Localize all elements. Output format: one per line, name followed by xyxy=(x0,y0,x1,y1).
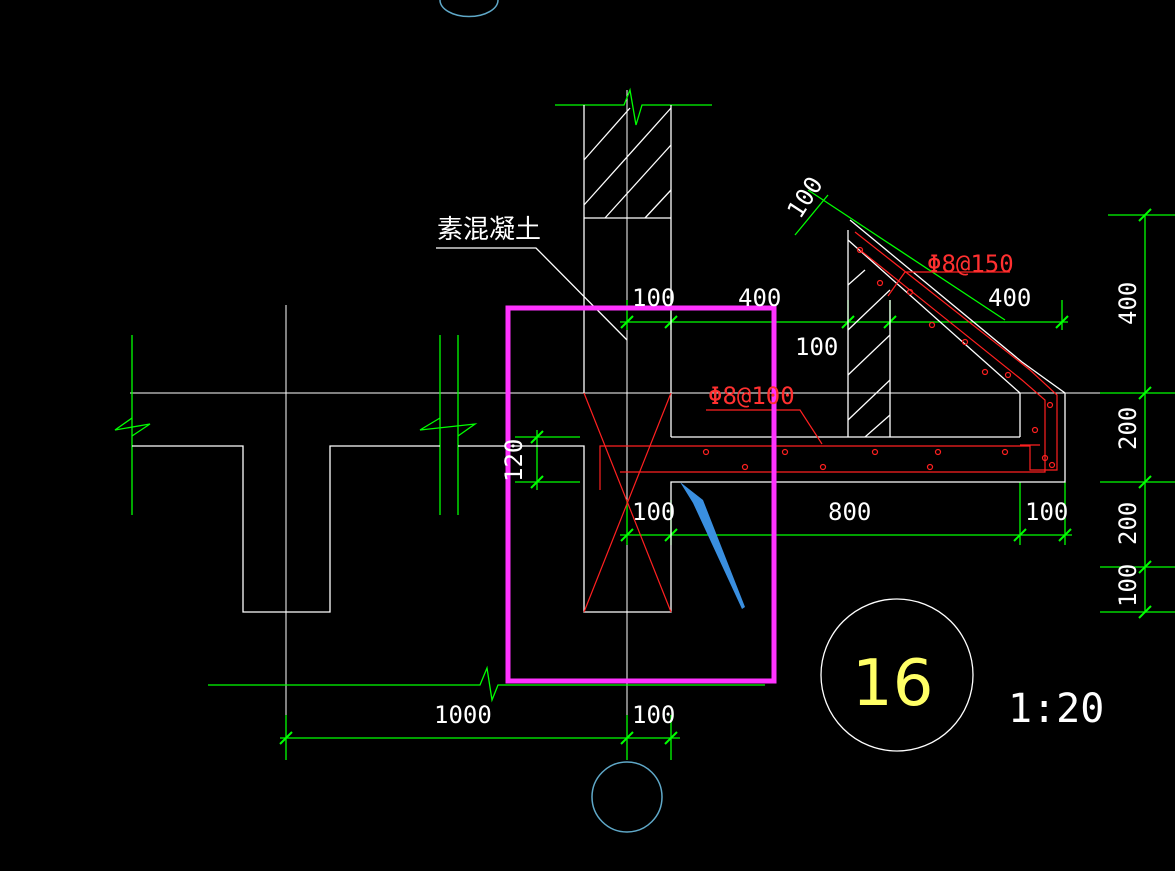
material-label: 素混凝土 xyxy=(437,215,541,245)
center-lines xyxy=(130,90,1175,760)
dim-vert-200a: 200 xyxy=(1114,407,1142,450)
dim-bottom-1000: 1000 xyxy=(434,701,492,729)
rebar-dots xyxy=(702,246,1056,471)
axis-bubble-bottom xyxy=(591,761,663,833)
dim-lower-100: 100 xyxy=(632,498,675,526)
dim-lower-800: 800 xyxy=(828,498,871,526)
highlight-box xyxy=(505,305,777,684)
dim-top-400: 400 xyxy=(738,284,781,312)
dim-left-120: 120 xyxy=(500,439,528,482)
rebar xyxy=(583,231,1058,613)
rebar-label-slant: Φ8@150 xyxy=(927,250,1014,278)
structure-outline xyxy=(132,105,1066,613)
dim-vert-400: 400 xyxy=(1114,282,1142,325)
dim-slope-100: 100 xyxy=(782,172,829,224)
rebar-label-bottom: Φ8@100 xyxy=(708,382,795,410)
detail-circle xyxy=(820,598,974,752)
dim-top-100: 100 xyxy=(632,284,675,312)
annotation-arrow xyxy=(680,482,745,609)
dim-right-400: 400 xyxy=(988,284,1031,312)
scale-label: 1:20 xyxy=(1008,686,1104,732)
detail-number: 16 xyxy=(852,647,933,721)
dim-vert-100: 100 xyxy=(1114,564,1142,607)
dimension-lines xyxy=(114,87,1175,760)
dim-lower-right-100: 100 xyxy=(1025,498,1068,526)
dim-mid-100: 100 xyxy=(795,333,838,361)
dim-bottom-100: 100 xyxy=(632,701,675,729)
dim-vert-200b: 200 xyxy=(1114,502,1142,545)
axis-bubble-top xyxy=(439,0,499,18)
